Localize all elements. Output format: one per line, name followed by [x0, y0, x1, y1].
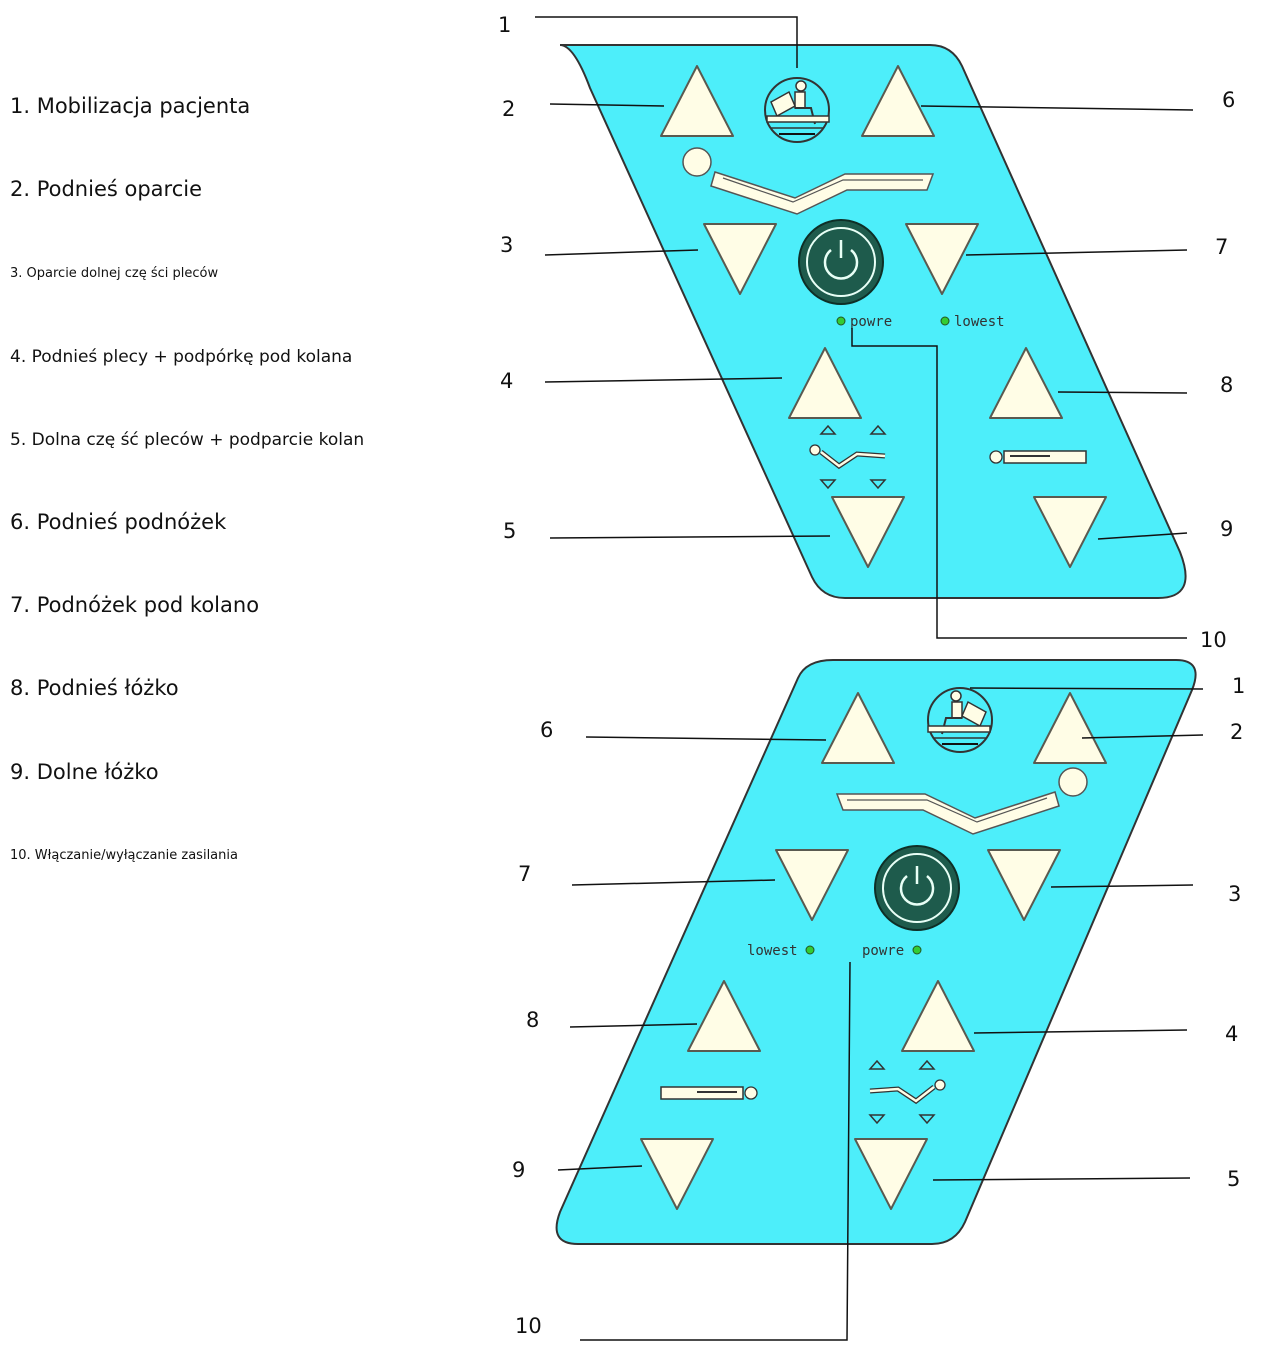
lowest-label: lowest	[747, 943, 798, 959]
callout-10: 10	[515, 1314, 542, 1338]
lowest-label: lowest	[954, 314, 1005, 330]
lowest-led-icon	[940, 316, 950, 326]
callout-lines-top	[535, 16, 1194, 639]
callout-2: 2	[502, 97, 515, 121]
remote-panel-top: powre lowest	[559, 44, 1187, 599]
callout-9: 9	[512, 1158, 525, 1182]
callout-3: 3	[500, 233, 513, 257]
remote-panel-bottom: lowest powre	[555, 659, 1197, 1245]
legend-item-6: 6. Podnieś podnóżek	[10, 510, 227, 534]
power-led-icon	[836, 316, 846, 326]
callouts-bottom: 1 2 3 4 5 6 7 8 9 10	[512, 674, 1245, 1338]
callout-9: 9	[1220, 517, 1233, 541]
power-led-icon	[912, 945, 922, 955]
flat-bed-icon	[989, 450, 1087, 464]
legend-item-4: 4. Podnieś plecy + podpórkę pod kolana	[10, 347, 353, 367]
callout-8: 8	[526, 1008, 539, 1032]
callouts-top: 1 2 3 4 5 6 7 8 9 10	[498, 13, 1235, 652]
legend-item-9: 9. Dolne łóżko	[10, 760, 159, 784]
callout-4: 4	[500, 369, 513, 393]
callout-5: 5	[1227, 1167, 1240, 1191]
legend-item-7: 7. Podnóżek pod kolano	[10, 593, 260, 617]
callout-5: 5	[503, 519, 516, 543]
legend-item-2: 2. Podnieś oparcie	[10, 177, 203, 201]
callout-8: 8	[1220, 373, 1233, 397]
legend-item-10: 10. Włączanie/wyłączanie zasilania	[10, 848, 238, 863]
legend-item-8: 8. Podnieś łóżko	[10, 676, 179, 700]
legend-item-5: 5. Dolna czę ść pleców + podparcie kolan	[10, 430, 365, 450]
callout-1: 1	[1232, 674, 1245, 698]
callout-7: 7	[518, 862, 531, 886]
callout-7: 7	[1215, 235, 1228, 259]
legend-item-3: 3. Oparcie dolnej czę ści pleców	[10, 266, 219, 281]
callout-3: 3	[1228, 882, 1241, 906]
power-button[interactable]	[873, 844, 961, 932]
callout-2: 2	[1230, 720, 1243, 744]
callout-6: 6	[1222, 88, 1235, 112]
power-label: powre	[850, 314, 892, 330]
callout-4: 4	[1225, 1022, 1238, 1046]
callout-10: 10	[1200, 628, 1227, 652]
callout-1: 1	[498, 13, 511, 37]
callout-lines-bottom	[557, 687, 1204, 1341]
flat-bed-icon	[660, 1086, 758, 1100]
power-button[interactable]	[797, 218, 885, 306]
power-label: powre	[862, 943, 904, 959]
legend-item-1: 1. Mobilizacja pacjenta	[10, 94, 251, 118]
lowest-led-icon	[805, 945, 815, 955]
callout-6: 6	[540, 718, 553, 742]
